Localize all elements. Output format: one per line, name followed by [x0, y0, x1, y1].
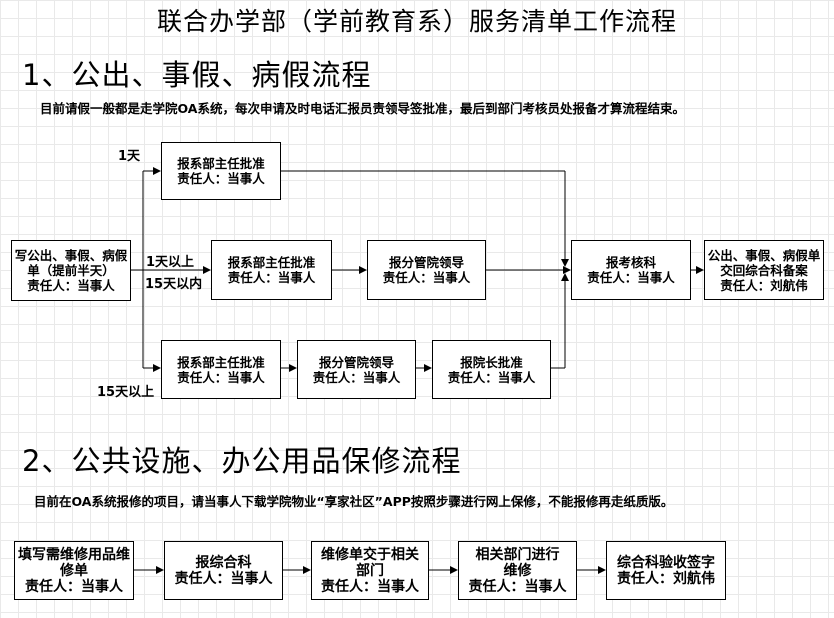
row2-dept-head-approval-box: 报系部主任批准 责任人：当事人 [211, 240, 332, 300]
branch-label-over-15days: 15天以上 [97, 385, 155, 400]
row3-president-approval-box: 报院长批准 责任人：当事人 [432, 340, 551, 399]
audit-office-box: 报考核科 责任人：当事人 [571, 240, 691, 300]
branch-label-within-15days: 15天以内 [145, 277, 203, 292]
row1-dept-head-approval-box: 报系部主任批准 责任人：当事人 [161, 142, 281, 200]
row2-vice-president-box: 报分管院领导 责任人：当事人 [367, 240, 486, 300]
branch-label-1day: 1天 [118, 149, 141, 164]
repair-step-handover-dept-box: 维修单交于相关 部门 责任人：当事人 [311, 541, 429, 600]
repair-step-dept-repair-box: 相关部门进行 维修 责任人：当事人 [458, 541, 577, 600]
section2-heading: 2、公共设施、办公用品保修流程 [22, 444, 462, 478]
branch-label-over-1day: 1天以上 [146, 255, 195, 270]
section1-note: 目前请假一般都是走学院OA系统，每次申请及时电话汇报员责领导签批准，最后到部门考… [40, 101, 685, 116]
section2-note: 目前在OA系统报修的项目，请当事人下载学院物业“享家社区”APP按照步骤进行网上… [34, 494, 674, 509]
row3-dept-head-approval-box: 报系部主任批准 责任人：当事人 [161, 340, 281, 399]
row3-vice-president-box: 报分管院领导 责任人：当事人 [297, 340, 416, 399]
repair-step-report-office-box: 报综合科 责任人：当事人 [164, 541, 283, 600]
final-filing-box: 公出、事假、病假单 交回综合科备案 责任人：刘航伟 [704, 240, 824, 300]
start-leave-form-box: 写公出、事假、病假 单（提前半天） 责任人：当事人 [11, 240, 131, 301]
page-title: 联合办学部（学前教育系）服务清单工作流程 [156, 7, 677, 36]
repair-step-acceptance-box: 综合科验收签字 责任人：刘航伟 [606, 541, 726, 600]
repair-step-fill-form-box: 填写需维修用品维 修单 责任人：当事人 [14, 541, 134, 600]
section1-heading: 1、公出、事假、病假流程 [22, 58, 372, 92]
